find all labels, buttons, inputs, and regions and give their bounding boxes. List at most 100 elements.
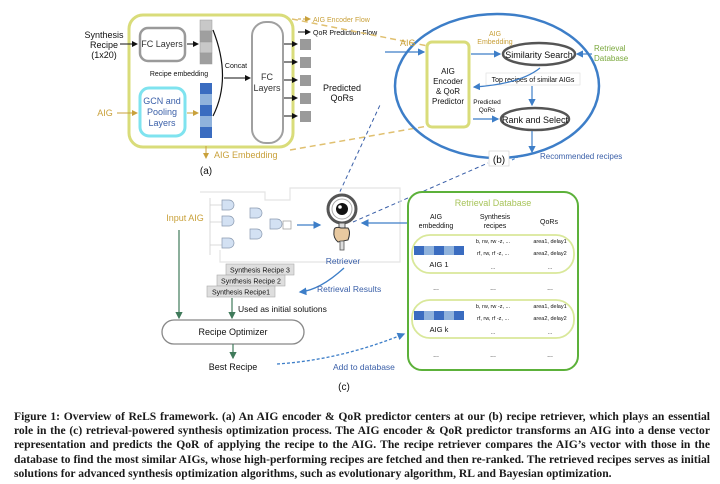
magnifier-handle [339,240,345,251]
recipe-embedding-cell [199,19,213,32]
and-gates [221,199,283,249]
db-entry-1-embedding [414,246,464,255]
panel-c: Input AIG Retriever Retrieval Results Sy… [161,187,410,393]
qor-output-cell [300,75,311,86]
embedding-cell [434,311,444,320]
db-entry-k-recipe-1: b, rw, rw -z, ... [476,304,511,310]
encoder-label-4: Predictor [432,97,464,106]
panel-c-label: (c) [338,382,350,393]
magnifier-eye [336,203,348,215]
and-gate-icon [269,218,283,230]
circuit-output-port [282,220,292,230]
encoder-label-3: & QoR [436,87,460,96]
db-entry-k-recipe-2: rf, rw, rf -z, ... [477,316,510,322]
encoder-label-2: Encoder [433,77,463,86]
magnifier-icon [326,193,358,251]
panel-b: AIG AIG Encoder & QoR Predictor AIG Embe… [385,12,629,167]
fc-big-label-2: Layers [253,83,281,93]
qor-outputs [284,39,311,122]
recipe-optimizer-label: Recipe Optimizer [198,327,267,337]
embedding-cell [414,311,424,320]
embedding-cell [444,246,454,255]
synthesis-recipe-label-2: Recipe [90,40,118,50]
aig-circuit [200,187,401,263]
db-header-recipes-2: recipes [484,223,507,230]
fc-layers-big-box [251,21,284,144]
used-initial-label: Used as initial solutions [238,304,327,314]
embedding-cell [444,311,454,320]
embedding-cell [454,246,464,255]
db-entry-k-recipe-3: ... [491,330,496,336]
b-predicted-label-1: Predicted [473,99,501,106]
fc-layers-box [138,26,187,63]
rank-select-node [499,106,571,132]
recipe-card-2-label: Synthesis Recipe 2 [221,279,281,286]
db-entry-k-qor-2: area2, delay2 [533,316,566,322]
zoom-line-top [291,18,429,47]
recipe-embedding-cell [199,41,213,54]
retrieval-results-arrow [298,267,345,296]
db-entry-1-recipe-2: rf, rw, rf -z, ... [477,251,510,257]
recipe-card-1 [206,285,276,298]
and-gate-icon [221,215,235,227]
db-header-qors: QoRs [540,219,558,226]
db-ellipsis: ... [547,285,553,292]
gcn-label-3: Layers [148,118,176,128]
encoder-predictor-box [425,40,471,129]
concat-curve [212,29,224,117]
aig-embedding-cell [200,105,212,116]
similarity-search-label: Similarity Search [505,50,573,60]
db-header-embedding-2: embedding [419,223,454,230]
db-ellipsis: ... [547,352,553,359]
db-entry-k-qor-1: area1, delay1 [533,304,566,310]
similarity-search-node [501,41,577,67]
top-recipes-label: Top recipes of similar AIGs [492,77,575,84]
recipe-card-1-label: Synthesis Recipe1 [212,290,270,297]
panel-b-label-box [488,150,510,167]
db-entry-1-name: AIG 1 [429,260,448,269]
rank-select-label: Rank and Select [502,115,569,125]
aig-embedding-cell [200,83,212,94]
qor-output-cell [300,111,311,122]
fc-layers-label: FC Layers [141,39,183,49]
aig-embedding-label: AIG Embedding [214,150,278,160]
aig-embedding-cell [200,116,212,127]
input-aig-label: Input AIG [166,213,204,223]
retrieval-database: Retrieval Database AIG embedding Synthes… [407,191,579,371]
legend-qor-label: QoR Prediction Flow [313,30,378,37]
figure-caption: Figure 1: Overview of ReLS framework. (a… [14,410,710,480]
circuit-frame [200,187,401,263]
and-gate-icon [221,237,235,249]
add-to-db-arrow [276,332,406,365]
recommended-label: Recommended recipes [540,152,622,161]
db-entry-1-recipe-3: ... [491,265,496,271]
framework-figure: Synthesis Recipe (1x20) FC Layers Recipe… [84,12,629,393]
aig-embedding-cell [200,127,212,138]
concat-label: Concat [225,63,247,70]
synthesis-recipe-label-3: (1x20) [91,50,117,60]
magnifier-eye-highlight [338,205,342,209]
encoder-label-1: AIG [441,67,455,76]
zoom-line-bottom [289,125,429,151]
db-ellipsis: ... [433,285,439,292]
legend-encoder-label: AIG Encoder Flow [313,17,371,24]
recipe-embedding-cell [199,52,213,65]
retriever-label: Retriever [326,256,361,266]
panel-b-label: (b) [493,155,505,166]
retrieval-db-label-1: Retrieval [594,44,626,53]
db-header-recipes-1: Synthesis [480,214,511,221]
embedding-cell [424,311,434,320]
circuit-wires [209,198,222,255]
b-aig-embedding-label-1: AIG [489,31,501,38]
db-entry-k-ring [411,299,575,339]
predicted-qors-label-1: Predicted [323,83,361,93]
db-entry-k-qor-3: ... [548,330,553,336]
panel-b-aig-label: AIG [400,38,416,48]
panel-a-label: (a) [200,166,212,177]
add-db-label: Add to database [333,362,395,372]
recipe-embedding-label: Recipe embedding [150,71,208,78]
synthesis-recipe-label-1: Synthesis [84,30,124,40]
gcn-label-2: Pooling [147,107,177,117]
aig-embedding-cell [200,94,212,105]
fc-big-label-1: FC [261,72,273,82]
